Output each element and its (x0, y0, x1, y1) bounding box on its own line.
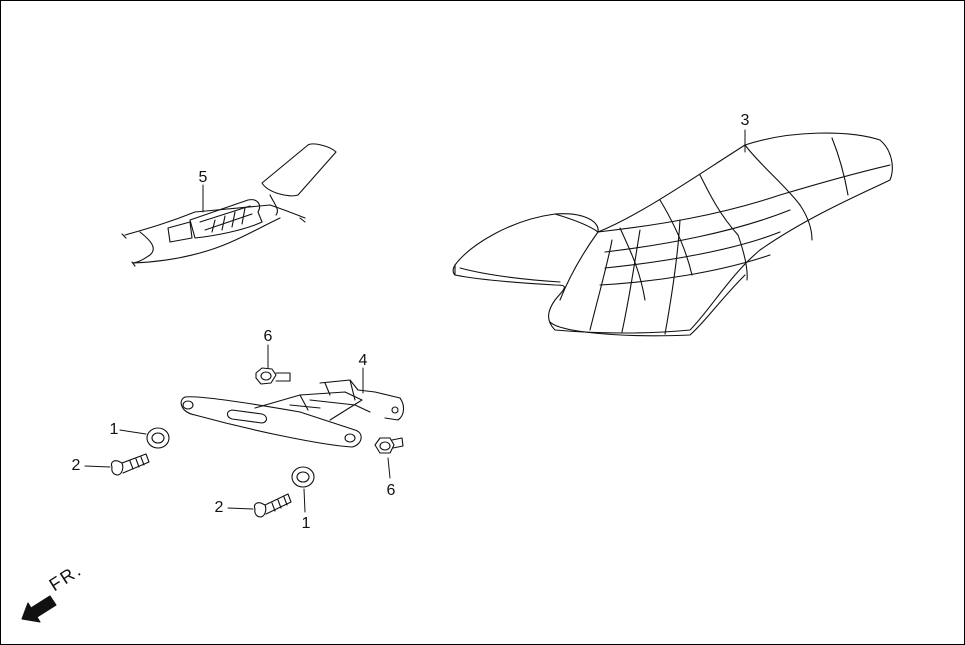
callout-bolt-upper: 6 (263, 328, 273, 345)
callout-bolt-lower: 6 (386, 482, 396, 499)
callout-screw-lower: 2 (214, 499, 224, 516)
seat-strap-assembly (121, 143, 337, 267)
washer-lower (291, 466, 315, 513)
flange-bolt-lower (374, 437, 404, 479)
seat (452, 129, 893, 337)
callout-screw-upper: 2 (71, 457, 81, 474)
washer-upper (119, 427, 170, 449)
callout-strap-assembly: 5 (198, 169, 208, 186)
flange-bolt-upper (255, 344, 291, 385)
callout-hinge-bracket: 4 (358, 352, 368, 369)
screw-upper (84, 453, 150, 476)
callout-seat: 3 (740, 112, 750, 129)
callout-washer-upper: 1 (109, 421, 119, 438)
seat-hinge-bracket (180, 367, 405, 448)
callout-washer-lower: 1 (301, 515, 311, 532)
screw-lower (227, 493, 292, 518)
front-direction-arrow (21, 595, 57, 623)
